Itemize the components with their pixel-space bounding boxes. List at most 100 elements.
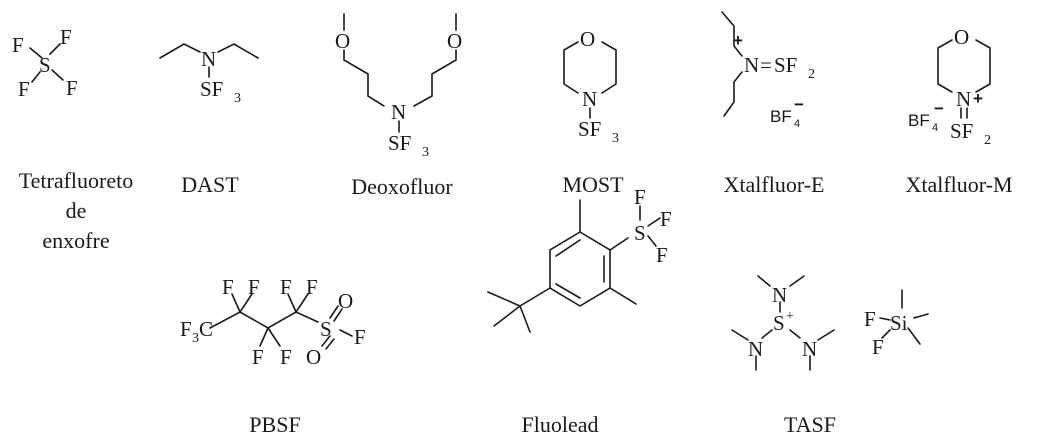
atom-s: S — [39, 53, 51, 77]
structure-pbsf: F 3 C F F F F F F S O O F — [180, 275, 366, 369]
atom-n: N — [772, 283, 787, 307]
atom-f: F — [354, 325, 366, 349]
bond — [295, 293, 309, 313]
bond — [287, 293, 297, 313]
atom-n: N — [744, 53, 759, 77]
atom-o: O — [954, 25, 969, 49]
positive-charge: + — [973, 89, 983, 108]
bond — [267, 327, 281, 347]
bond — [209, 311, 319, 329]
bond — [519, 305, 531, 333]
atom-o: O — [447, 29, 462, 53]
bond — [563, 41, 579, 94]
atom-n: N — [802, 337, 817, 361]
caption-most: MOST — [562, 172, 624, 197]
bond — [29, 47, 43, 59]
atom-f: F — [222, 275, 234, 299]
caption-fluolead: Fluolead — [521, 412, 599, 437]
subscript: 3 — [234, 91, 241, 106]
caption-line: Tetrafluoreto — [18, 168, 134, 193]
bond — [609, 287, 637, 305]
atom-sf: SF — [774, 53, 797, 77]
structure-sf4: F F S F F — [12, 25, 78, 101]
positive-charge: + — [786, 309, 794, 324]
tetrafluoroborate: BF — [908, 111, 930, 130]
atom-n: N — [582, 87, 597, 111]
caption-line: enxofre — [42, 228, 110, 253]
bond — [329, 305, 339, 319]
atom-f: F — [634, 185, 646, 209]
bond — [879, 317, 891, 321]
atom-n: N — [201, 47, 216, 71]
subscript: 3 — [422, 145, 429, 160]
bond — [343, 49, 385, 107]
atom-f: F — [12, 33, 24, 57]
atom-sf: SF — [950, 119, 973, 143]
subscript: 4 — [932, 122, 938, 134]
bond — [761, 329, 773, 339]
bond — [493, 305, 521, 327]
atom-n: N — [391, 100, 406, 124]
bond — [757, 275, 771, 287]
bond — [975, 39, 991, 93]
atom-f: F — [872, 335, 884, 359]
atom-f: F — [248, 275, 260, 299]
structure-deoxofluor: O O N SF 3 — [335, 13, 462, 160]
atom-s: S — [320, 317, 332, 341]
structure-tasf: N S + N N F Si - F — [731, 275, 929, 371]
bond — [217, 43, 259, 59]
subscript: 2 — [808, 67, 815, 82]
caption-sf4: Tetrafluoreto de enxofre — [6, 166, 146, 256]
atom-s: S — [634, 221, 646, 245]
atom-f: F — [18, 77, 30, 101]
bond — [231, 293, 241, 313]
caption-pbsf: PBSF — [249, 412, 301, 437]
bond — [913, 313, 929, 319]
atom-f: F — [660, 207, 672, 231]
atom-sf: SF — [388, 131, 411, 155]
caption-xtalfluor-m: Xtalfluor-M — [905, 172, 1013, 197]
atom-f: F — [252, 345, 264, 369]
tetrafluoroborate: BF — [770, 107, 792, 126]
atom-f: F — [280, 275, 292, 299]
bond — [601, 41, 617, 94]
negative-charge: − — [794, 95, 804, 114]
structure-xtalfluor-m: O N + SF 2 BF 4 − — [908, 25, 991, 148]
caption-deoxofluor: Deoxofluor — [351, 174, 453, 199]
bond — [487, 291, 521, 307]
structure-fluolead: F S F F — [487, 185, 672, 333]
atom-f: F — [280, 345, 292, 369]
atom-o: O — [335, 29, 350, 53]
bond — [339, 329, 353, 337]
positive-charge: + — [733, 31, 743, 50]
bond — [723, 71, 743, 117]
atom-f: F — [306, 275, 318, 299]
structure-most: O N SF 3 — [563, 27, 619, 146]
structure-dast: N SF 3 — [159, 43, 259, 106]
atom-c: C — [199, 317, 213, 341]
atom-f: F — [864, 307, 876, 331]
caption-dast: DAST — [181, 172, 239, 197]
double-bond-sign: = — [760, 53, 772, 77]
subscript: 3 — [612, 131, 619, 146]
bond — [555, 239, 581, 257]
bond — [325, 338, 335, 350]
bond — [413, 49, 457, 107]
bond — [51, 69, 64, 81]
caption-xtalfluor-e: Xtalfluor-E — [723, 172, 825, 197]
structure-xtalfluor-e: + N = SF 2 BF 4 − — [721, 11, 815, 130]
bond — [881, 329, 891, 339]
atom-f: F — [656, 243, 668, 267]
caption-line: de — [65, 198, 87, 223]
bond — [259, 327, 269, 347]
bond — [647, 217, 661, 227]
atom-s: S — [773, 311, 785, 335]
bond — [789, 329, 801, 339]
negative-charge: - — [914, 309, 919, 324]
bond — [721, 11, 743, 57]
atom-sf: SF — [578, 117, 601, 141]
caption-tasf: TASF — [783, 412, 837, 437]
bond — [239, 293, 253, 313]
